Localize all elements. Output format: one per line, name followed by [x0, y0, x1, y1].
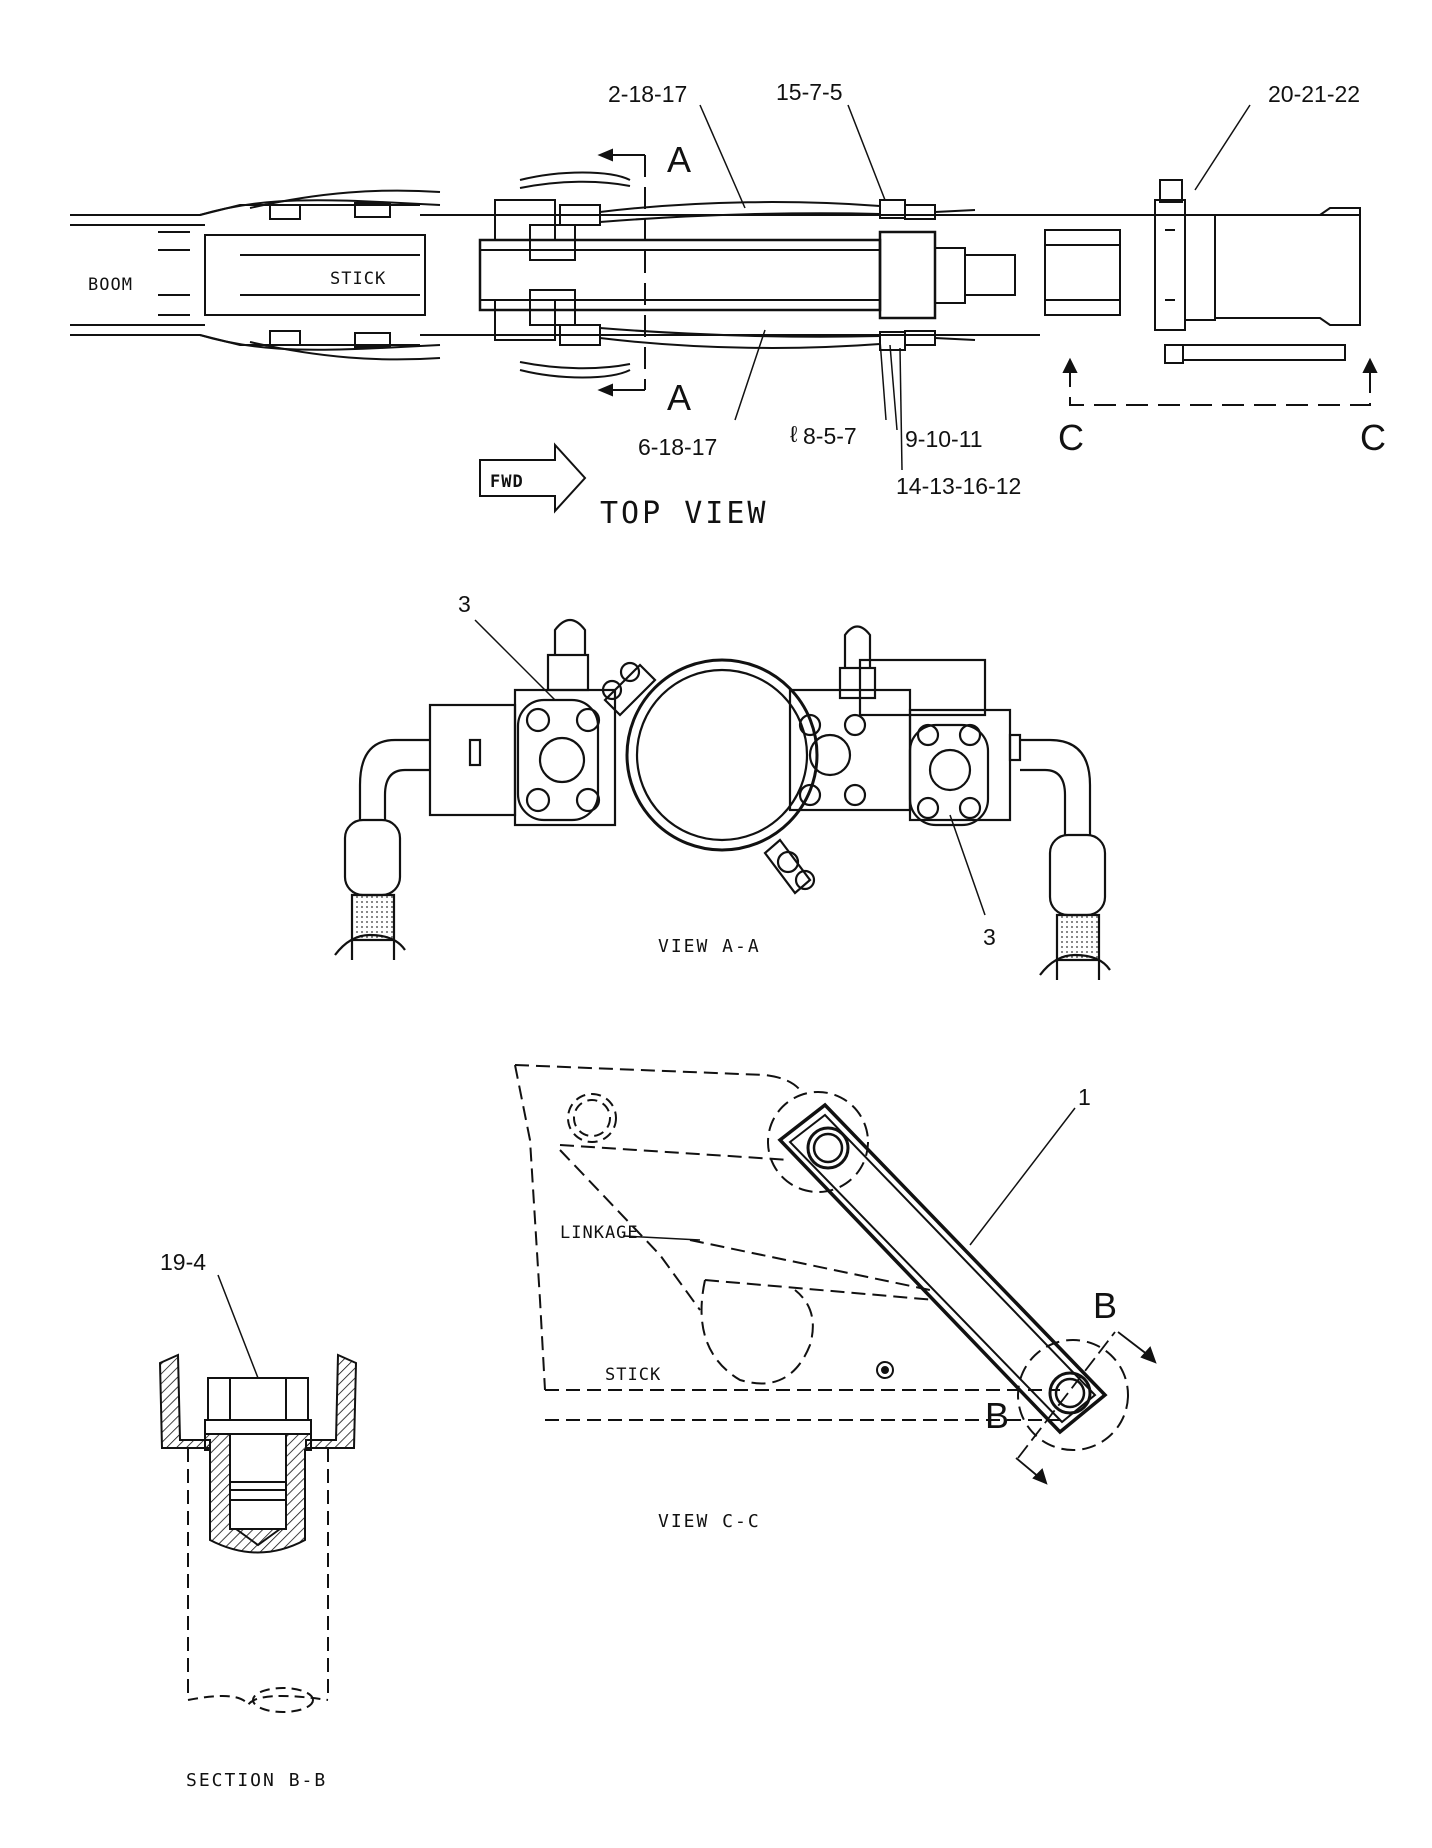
view-c-callout-1: 1 [1078, 1084, 1091, 1110]
fwd-arrow-icon [479, 442, 587, 514]
section-a-bottom-letter: A [667, 377, 691, 418]
view-a-callout-3-right: 3 [983, 924, 996, 950]
stick-label-top: STICK [330, 269, 386, 289]
section-b-top-letter: B [1093, 1285, 1117, 1326]
section-b-b [158, 1274, 358, 1713]
view-a-caption: VIEW A-A [658, 936, 761, 957]
view-c-caption: VIEW C-C [658, 1511, 761, 1532]
view-a-a [334, 618, 1111, 980]
top-view-leaders [699, 104, 1251, 471]
section-a-cut-line [597, 148, 646, 397]
section-c-cut-line [1062, 357, 1378, 406]
section-b-bottom-letter: B [985, 1395, 1009, 1436]
callout-8-5-7-mark: ℓ [790, 421, 798, 447]
section-b-callout-19-4: 19-4 [160, 1249, 206, 1275]
hydraulic-cylinder [478, 199, 1016, 341]
callout-2-18-17: 2-18-17 [608, 81, 687, 107]
stick-label-view-c: STICK [605, 1365, 661, 1385]
callout-15-7-5: 15-7-5 [776, 79, 842, 105]
upper-hoses [199, 171, 976, 226]
callout-14-13-16-12: 14-13-16-12 [896, 473, 1021, 499]
callout-9-10-11: 9-10-11 [905, 426, 983, 452]
callout-6-18-17: 6-18-17 [638, 434, 717, 460]
callout-20-21-22: 20-21-22 [1268, 81, 1360, 107]
linkage-label: LINKAGE [560, 1223, 639, 1243]
top-view [70, 104, 1378, 514]
stick-end-linkage [1044, 179, 1361, 364]
callout-8-5-7: 8-5-7 [803, 423, 857, 449]
boom-label: BOOM [88, 275, 133, 295]
section-a-top-letter: A [667, 139, 691, 180]
section-c-right-letter: C [1360, 417, 1386, 458]
link-bar [777, 1102, 1108, 1435]
section-b-caption: SECTION B-B [186, 1770, 327, 1791]
view-c-c [514, 1064, 1157, 1485]
view-a-callout-3-left: 3 [458, 591, 471, 617]
lower-hoses [199, 324, 976, 379]
section-c-left-letter: C [1058, 417, 1084, 458]
top-view-title: TOP VIEW [600, 496, 769, 531]
fwd-label: FWD [490, 472, 524, 492]
